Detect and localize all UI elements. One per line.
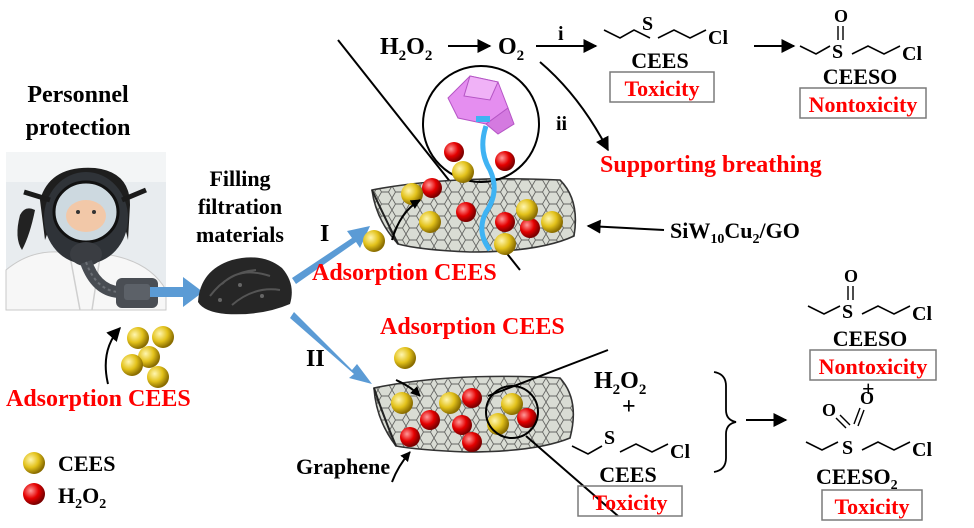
svg-text:O: O — [834, 6, 848, 26]
nontoxicity-label-top: Nontoxicity — [809, 92, 918, 117]
svg-text:O: O — [860, 388, 874, 408]
nontoxicity-box-bottom — [809, 349, 937, 381]
product2-name: CEESO2 — [816, 464, 898, 493]
personnel-title: Personnel protection — [26, 82, 131, 141]
legend: CEES H2O2 — [23, 451, 115, 512]
personnel-title-line2: protection — [26, 115, 131, 141]
svg-text:Filling: Filling — [209, 166, 270, 191]
polyoxometalate-cluster — [447, 75, 515, 135]
personnel-adsorption-label: Adsorption CEES — [6, 386, 191, 412]
product-plus: + — [862, 376, 875, 401]
adsorption-curve-arrow — [104, 326, 121, 385]
ceeso-structure-bottom: O S Cl — [807, 266, 932, 325]
personnel-title-line1: Personnel — [27, 82, 129, 108]
linker-strand — [479, 125, 497, 252]
filling-label: Filling filtration materials — [196, 166, 284, 247]
graphene-sheet — [373, 375, 575, 453]
ceeso2-structure: O O S Cl — [805, 388, 932, 461]
svg-text:Cl: Cl — [912, 303, 932, 325]
toxicity-box-top — [609, 71, 715, 103]
gas-mask-photo — [5, 152, 167, 311]
product-name-top: CEESO — [823, 64, 898, 89]
nontoxicity-box-top — [799, 87, 927, 119]
svg-text:O: O — [844, 266, 858, 286]
route-II-plus: + — [622, 394, 636, 420]
adsorption-arrow-top — [391, 199, 421, 241]
svg-text:O: O — [822, 400, 836, 420]
route-II-h2o2: H2O2 — [594, 368, 646, 398]
graphene-pointer — [391, 451, 411, 483]
svg-text:materials: materials — [196, 222, 284, 247]
route-I-adsorption-label: Adsorption CEES — [312, 260, 497, 286]
catalyst-pointer — [586, 219, 665, 234]
route-I-h2o2: H2O2 — [380, 34, 432, 64]
ceeso-structure-top: O S Cl — [799, 6, 922, 65]
route-I-label: I — [320, 221, 329, 247]
toxicity-box-product2 — [821, 489, 923, 521]
cees-structure-bottom: S Cl — [571, 427, 690, 463]
legend-h2o2-swatch — [23, 483, 45, 505]
reaction-brace — [713, 371, 737, 473]
nontoxicity-label-bottom: Nontoxicity — [819, 354, 928, 379]
black-powder-pile — [198, 257, 292, 315]
toxicity-label-product2: Toxicity — [835, 494, 910, 519]
zoom-line-upper — [487, 349, 609, 397]
svg-text:filtration: filtration — [198, 194, 282, 219]
svg-text:S: S — [832, 41, 843, 63]
supporting-breathing-label: Supporting breathing — [600, 152, 822, 178]
zoom-line-lower — [525, 435, 619, 517]
sheet-II-particles — [391, 347, 537, 452]
svg-text:Cl: Cl — [902, 43, 922, 65]
path-ii-label: ii — [556, 113, 568, 135]
route-II-label: II — [306, 346, 325, 372]
toxicity-label-bottom: Toxicity — [593, 490, 668, 515]
blue-arrow-to-filter — [150, 277, 203, 307]
path-i-label: i — [558, 23, 564, 45]
legend-cees-label: CEES — [58, 451, 115, 476]
svg-text:S: S — [842, 301, 853, 323]
graphene-label: Graphene — [296, 454, 390, 479]
legend-h2o2-label: H2O2 — [58, 483, 106, 512]
reactant-name-bottom: CEES — [599, 462, 656, 487]
route-II-arrow — [290, 312, 372, 384]
route-I-o2: O2 — [498, 34, 524, 64]
catalyst-label: SiW10Cu2/GO — [670, 218, 800, 247]
svg-text:S: S — [642, 13, 653, 35]
path-ii-arrow — [539, 61, 609, 152]
toxicity-box-bottom — [577, 485, 683, 517]
sheet-I-particles — [363, 142, 563, 255]
svg-text:Cl: Cl — [912, 439, 932, 461]
route-I-arrow — [292, 226, 370, 284]
magnifier-circle-top — [422, 65, 540, 183]
svg-text:Cl: Cl — [670, 441, 690, 463]
cees-structure-top: S Cl — [603, 13, 728, 49]
svg-text:S: S — [604, 427, 615, 449]
adsorption-arrow-bottom — [395, 379, 421, 397]
svg-text:Cl: Cl — [708, 27, 728, 49]
product1-name-bottom: CEESO — [833, 326, 908, 351]
route-II-adsorption-label: Adsorption CEES — [380, 314, 565, 340]
cees-cluster — [121, 326, 174, 388]
svg-text:S: S — [842, 437, 853, 459]
legend-cees-swatch — [23, 452, 45, 474]
reactant-name-top: CEES — [631, 48, 688, 73]
toxicity-label-top: Toxicity — [625, 76, 700, 101]
